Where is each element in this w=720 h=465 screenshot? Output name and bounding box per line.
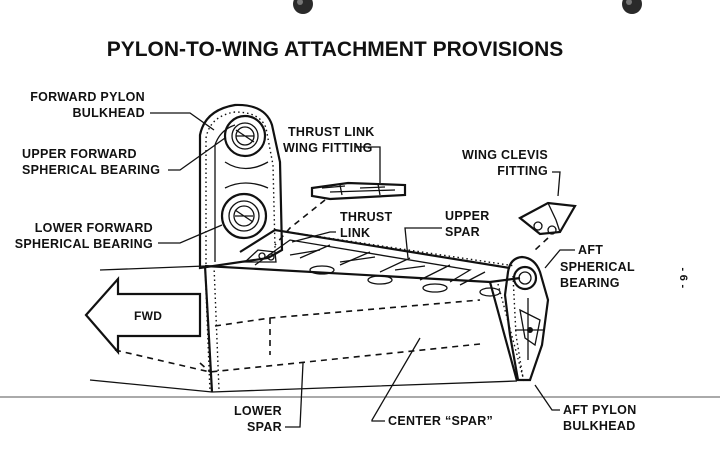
binder-hole-right — [622, 0, 642, 14]
svg-text:UPPER FORWARD: UPPER FORWARD — [22, 147, 137, 161]
svg-text:UPPER: UPPER — [445, 209, 490, 223]
label-upper-forward-bearing: UPPER FORWARD SPHERICAL BEARING — [22, 147, 160, 177]
svg-text:THRUST: THRUST — [340, 210, 393, 224]
label-aft-spherical-bearing: AFT SPHERICAL BEARING — [560, 243, 635, 290]
svg-text:BULKHEAD: BULKHEAD — [72, 106, 145, 120]
label-thrust-link: THRUST LINK — [340, 210, 393, 240]
leader-lines — [150, 112, 575, 428]
svg-text:WING FITTING: WING FITTING — [283, 141, 373, 155]
svg-text:WING CLEVIS: WING CLEVIS — [462, 148, 548, 162]
label-wing-clevis-fitting: WING CLEVIS FITTING — [462, 148, 548, 178]
svg-text:SPHERICAL: SPHERICAL — [560, 260, 635, 274]
forward-pylon-bulkhead — [198, 103, 284, 270]
svg-text:SPAR: SPAR — [445, 225, 480, 239]
svg-text:BULKHEAD: BULKHEAD — [563, 419, 636, 433]
lower-skin-line — [89, 379, 518, 393]
fwd-arrow-icon: FWD — [84, 276, 202, 355]
aft-pylon-bulkhead — [503, 255, 550, 382]
label-center-spar: CENTER “SPAR” — [388, 414, 493, 428]
svg-text:LINK: LINK — [340, 226, 370, 240]
label-aft-pylon-bulkhead: AFT PYLON BULKHEAD — [563, 403, 637, 433]
fwd-arrow-label: FWD — [134, 309, 162, 323]
svg-text:FORWARD PYLON: FORWARD PYLON — [30, 90, 145, 104]
svg-text:CENTER “SPAR”: CENTER “SPAR” — [388, 414, 493, 428]
svg-text:SPHERICAL BEARING: SPHERICAL BEARING — [22, 163, 160, 177]
thrust-link-line — [274, 199, 326, 246]
label-upper-spar: UPPER SPAR — [445, 209, 490, 239]
thrust-link-wing-fitting — [310, 181, 407, 201]
label-thrust-link-wing-fitting: THRUST LINK WING FITTING — [283, 125, 375, 155]
svg-text:SPHERICAL BEARING: SPHERICAL BEARING — [15, 237, 153, 251]
svg-text:LOWER FORWARD: LOWER FORWARD — [35, 221, 153, 235]
svg-text:BEARING: BEARING — [560, 276, 620, 290]
page-number: - 6 - — [677, 267, 689, 288]
svg-text:SPAR: SPAR — [247, 420, 282, 434]
label-lower-spar: LOWER SPAR — [234, 404, 282, 434]
svg-text:AFT: AFT — [578, 243, 603, 257]
svg-text:FITTING: FITTING — [497, 164, 548, 178]
svg-text:LOWER: LOWER — [234, 404, 282, 418]
label-forward-pylon-bulkhead: FORWARD PYLON BULKHEAD — [30, 90, 145, 120]
binder-hole-left — [293, 0, 313, 14]
wing-box — [114, 228, 525, 393]
svg-text:AFT PYLON: AFT PYLON — [563, 403, 637, 417]
label-lower-forward-bearing: LOWER FORWARD SPHERICAL BEARING — [15, 221, 153, 251]
svg-text:THRUST LINK: THRUST LINK — [288, 125, 375, 139]
page-title: PYLON-TO-WING ATTACHMENT PROVISIONS — [107, 38, 564, 61]
wing-clevis-fitting — [518, 201, 577, 251]
